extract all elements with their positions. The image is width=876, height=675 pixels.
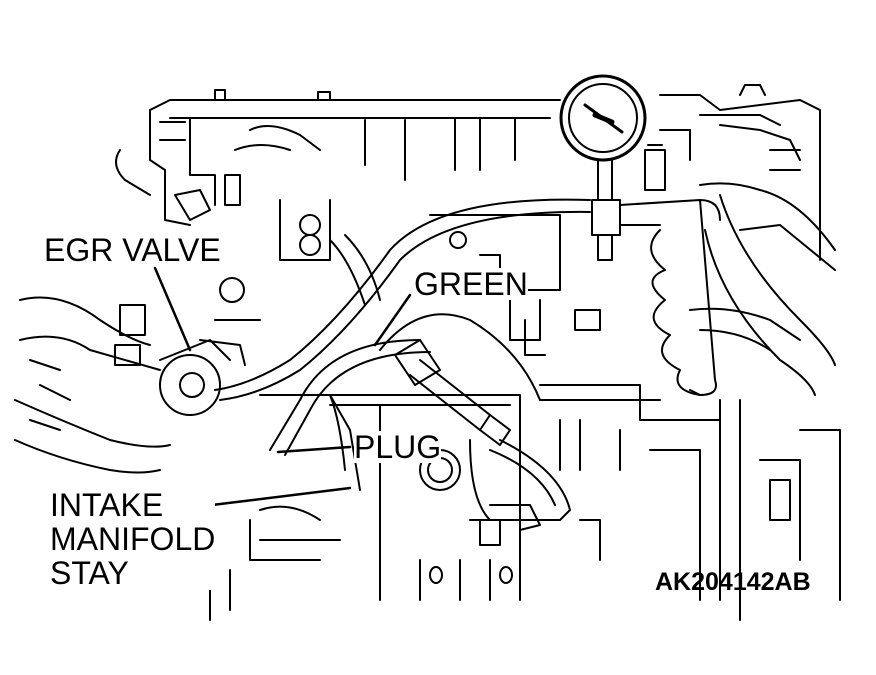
hand-vacuum-pump <box>650 182 836 396</box>
intake-label-line2: MANIFOLD <box>50 521 216 557</box>
intake-manifold-stay-leader <box>210 486 352 507</box>
egr-valve-label: EGR VALVE <box>44 232 221 268</box>
intake-label-line1: INTAKE <box>50 487 164 523</box>
plug-leader <box>276 445 352 454</box>
intake-label-line3: STAY <box>50 555 129 591</box>
figure-code: AK204142AB <box>655 568 811 596</box>
green-label: GREEN <box>414 266 528 302</box>
plug-label: PLUG <box>354 429 442 465</box>
egr-valve-leader <box>153 266 192 352</box>
egr-valve-assembly <box>14 277 261 474</box>
intake-manifold-stay-label: INTAKE MANIFOLD STAY <box>50 487 216 591</box>
green-leader <box>373 293 412 347</box>
engine-block-outline <box>115 84 841 621</box>
vacuum-hoses <box>214 198 591 521</box>
leader-lines <box>153 266 412 507</box>
vacuum-gauge <box>559 74 721 261</box>
tee-fitting <box>394 339 511 446</box>
